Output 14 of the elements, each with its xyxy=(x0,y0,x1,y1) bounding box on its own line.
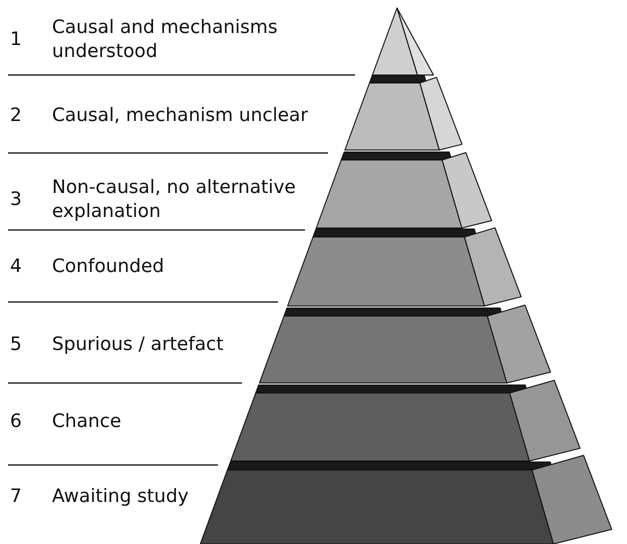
level-label: Chance xyxy=(52,410,122,434)
level-number: 1 xyxy=(10,28,22,52)
level-label: Causal and mechanisms understood xyxy=(52,16,278,64)
level-number: 2 xyxy=(10,104,22,128)
level-label: Spurious / artefact xyxy=(52,333,224,357)
level-number: 6 xyxy=(10,410,22,434)
level-number: 7 xyxy=(10,485,22,509)
level-number: 3 xyxy=(10,188,22,212)
level-number: 5 xyxy=(10,333,22,357)
level-label: Awaiting study xyxy=(52,485,189,509)
level-label: Confounded xyxy=(52,255,164,279)
level-number: 4 xyxy=(10,255,22,279)
level-label: Causal, mechanism unclear xyxy=(52,104,308,128)
level-label: Non-causal, no alternative explanation xyxy=(52,176,297,224)
